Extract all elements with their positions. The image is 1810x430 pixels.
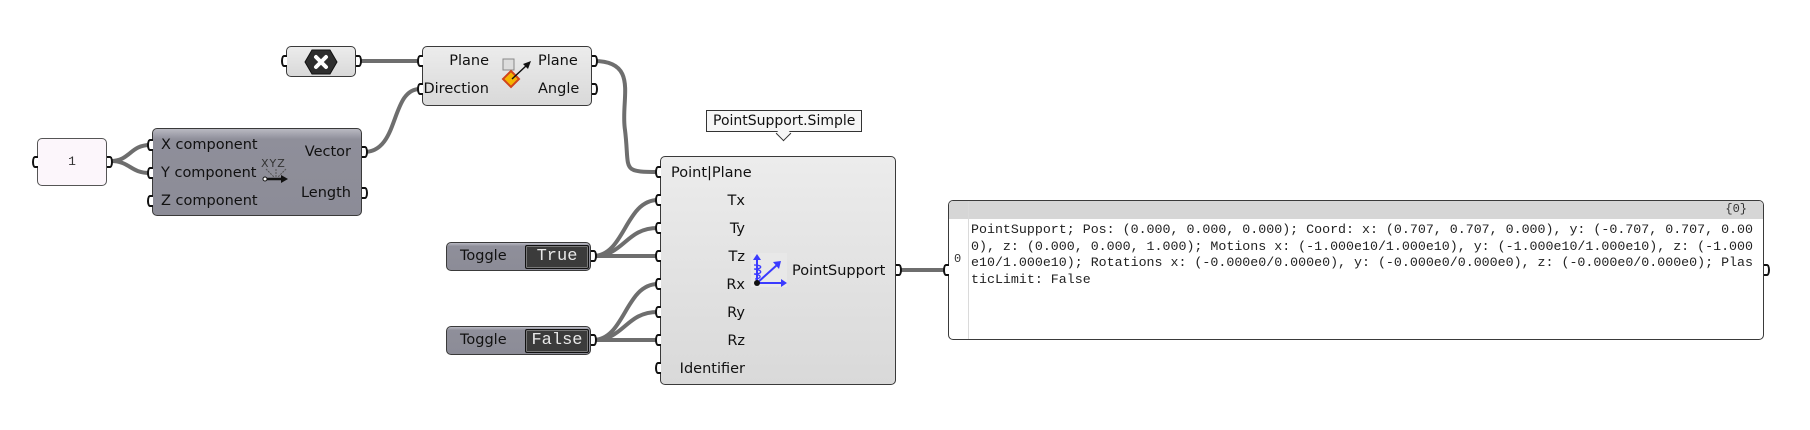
identifier-input-grip[interactable] <box>655 362 661 374</box>
wire-false-to-rx <box>591 282 660 342</box>
toggle-false-output-grip[interactable] <box>591 334 597 346</box>
ry-input-grip[interactable] <box>655 306 661 318</box>
rx-input-grip[interactable] <box>655 278 661 290</box>
input-rz: Rz <box>727 333 745 349</box>
input-x-component: X component <box>161 137 258 153</box>
vector-output-grip[interactable] <box>362 146 368 158</box>
panel-input-grip[interactable] <box>943 264 949 276</box>
ty-input-grip[interactable] <box>655 222 661 234</box>
unit-x-input-grip[interactable] <box>281 55 287 67</box>
panel-path: {0} <box>1725 202 1747 216</box>
z-input-grip[interactable] <box>147 195 153 207</box>
panel-item-index: 0 <box>954 252 962 266</box>
direction-input-grip[interactable] <box>417 83 423 95</box>
number-output-grip[interactable] <box>107 156 113 168</box>
output-angle: Angle <box>538 81 580 97</box>
output-plane: Plane <box>538 53 578 69</box>
toggle-true-value[interactable]: True <box>525 245 589 269</box>
component-tooltip: PointSupport.Simple <box>706 110 863 132</box>
input-point-plane: Point|Plane <box>671 165 752 181</box>
wire-slider-to-y <box>109 159 152 175</box>
number-input-grip[interactable] <box>32 156 38 168</box>
wire-false-to-ry <box>591 310 660 342</box>
vector-xyz-icon: XYZ <box>261 157 291 185</box>
wire-true-to-tx <box>591 198 660 258</box>
output-point-support: PointSupport <box>792 263 886 279</box>
angle-output-grip[interactable] <box>592 83 598 95</box>
panel-index-column <box>949 201 969 339</box>
input-z-component: Z component <box>161 193 258 209</box>
number-value: 1 <box>68 154 76 169</box>
output-panel[interactable]: {0} 0 PointSupport; Pos: (0.000, 0.000, … <box>948 200 1764 340</box>
input-tz: Tz <box>728 249 745 265</box>
plane-output-grip[interactable] <box>592 55 598 67</box>
tz-input-grip[interactable] <box>655 250 661 262</box>
unit-x-output-grip[interactable] <box>356 55 362 67</box>
input-plane: Plane <box>449 53 489 69</box>
panel-output-grip[interactable] <box>1764 264 1770 276</box>
unit-x-component[interactable] <box>286 46 356 77</box>
panel-text: PointSupport; Pos: (0.000, 0.000, 0.000)… <box>971 222 1753 287</box>
align-plane-icon <box>501 57 533 95</box>
y-input-grip[interactable] <box>147 167 153 179</box>
toggle-true[interactable]: Toggle True <box>446 242 591 271</box>
input-rx: Rx <box>726 277 745 293</box>
panel-header <box>949 201 1763 219</box>
toggle-false-value[interactable]: False <box>525 329 589 353</box>
vector-xyz-component[interactable]: X component Y component Z component XYZ … <box>152 128 362 216</box>
length-output-grip[interactable] <box>362 187 368 199</box>
input-identifier: Identifier <box>679 361 745 377</box>
point-support-component[interactable]: Point|Plane Tx Ty Tz Rx Ry Rz Identifier… <box>660 156 896 385</box>
toggle-false[interactable]: Toggle False <box>446 326 591 355</box>
tx-input-grip[interactable] <box>655 194 661 206</box>
input-ty: Ty <box>729 221 745 237</box>
input-direction: Direction <box>423 81 489 97</box>
wire-vector-to-direction <box>362 87 422 154</box>
output-vector: Vector <box>304 144 351 160</box>
toggle-true-output-grip[interactable] <box>591 250 597 262</box>
point-support-icon <box>751 253 787 291</box>
wire-plane-to-pointplane <box>592 59 660 174</box>
wire-true-to-ty <box>591 226 660 258</box>
align-plane-component[interactable]: Plane Direction Plane Angle <box>422 46 592 106</box>
input-ry: Ry <box>727 305 745 321</box>
toggle-false-label: Toggle <box>460 332 507 348</box>
x-input-grip[interactable] <box>147 139 153 151</box>
point-support-output-grip[interactable] <box>896 264 902 276</box>
rz-input-grip[interactable] <box>655 334 661 346</box>
number-param[interactable]: 1 <box>37 138 107 186</box>
x-hexagon-icon <box>304 49 338 79</box>
input-y-component: Y component <box>161 165 257 181</box>
plane-input-grip[interactable] <box>417 55 423 67</box>
wire-slider-to-x <box>109 143 152 163</box>
toggle-true-label: Toggle <box>460 248 507 264</box>
input-tx: Tx <box>727 193 745 209</box>
output-length: Length <box>300 185 351 201</box>
point-plane-input-grip[interactable] <box>655 166 661 178</box>
